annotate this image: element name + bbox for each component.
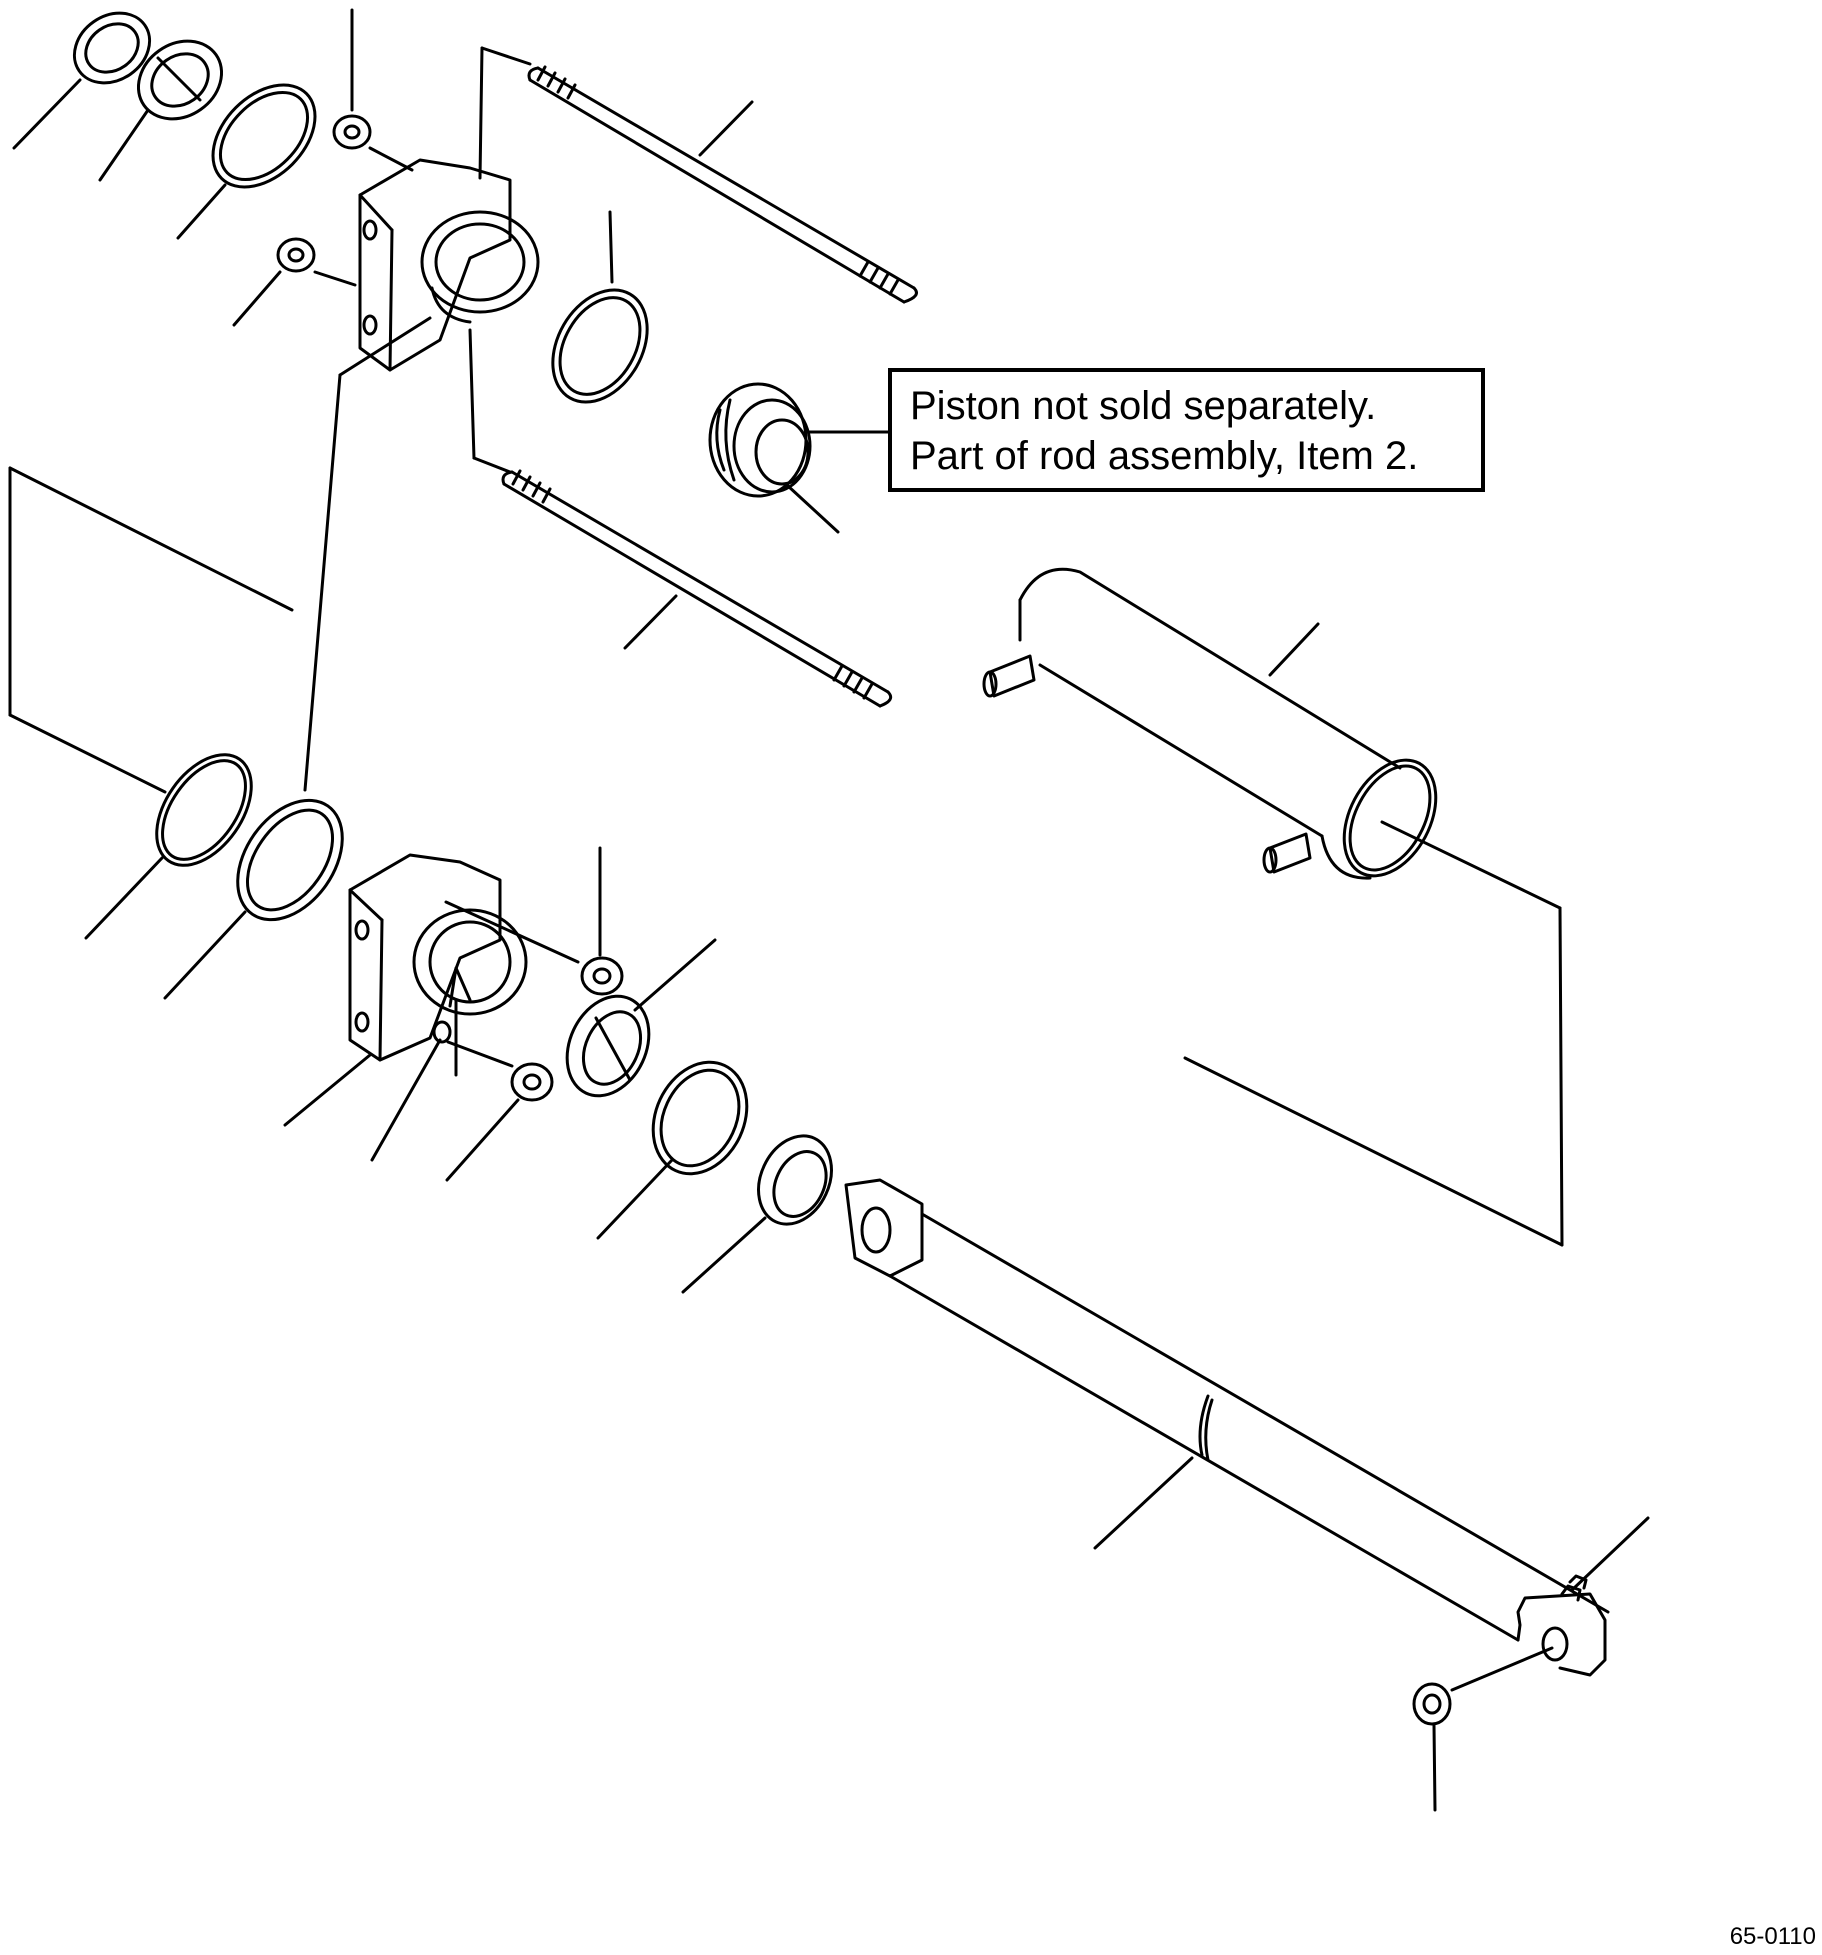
leader-line: [176, 183, 227, 240]
side-nut: [276, 237, 316, 273]
leader-line: [1183, 1056, 1564, 1247]
leader-line: [608, 210, 614, 284]
leader-line: [232, 270, 282, 327]
leader-line: [446, 1040, 514, 1068]
lower-cylinder-head: [348, 853, 528, 1062]
leader-line: [8, 713, 167, 794]
leader-line: [1558, 906, 1564, 1247]
leader-line: [468, 328, 476, 460]
leader-line: [84, 856, 164, 940]
top-rod-seal: [136, 39, 224, 121]
leader-line: [633, 938, 717, 1012]
leader-line: [8, 466, 294, 612]
leader-line: [338, 316, 432, 377]
middle-o-ring: [551, 288, 649, 404]
leader-line: [681, 1216, 767, 1294]
leader-line: [1093, 1456, 1194, 1550]
leader-line: [98, 108, 150, 182]
lower-wiper-seal: [757, 1134, 833, 1226]
leader-line: [472, 456, 512, 474]
leader-line: [303, 373, 342, 792]
leader-line: [698, 100, 754, 157]
lower-tie-rod: [501, 469, 893, 708]
piston-rod: [844, 1178, 1610, 1677]
leader-line: [444, 900, 580, 964]
note-line-1: Piston not sold separately.: [910, 384, 1377, 428]
lower-rod-seal: [565, 994, 651, 1098]
leader-line: [368, 146, 414, 172]
lower-backup-ring: [236, 798, 344, 922]
upper-tie-rod: [527, 65, 918, 304]
rod-end-bushing: [1412, 1682, 1452, 1726]
cylinder-barrel: [982, 567, 1438, 880]
leader-line: [1380, 820, 1562, 910]
leader-line: [480, 46, 532, 66]
leader-line: [1450, 1646, 1554, 1692]
leader-line: [283, 1053, 372, 1127]
piston-note-box: Piston not sold separately. Part of rod …: [888, 368, 1485, 492]
leader-line: [623, 594, 678, 650]
leader-line: [12, 78, 82, 150]
leader-line: [445, 1098, 520, 1182]
lower-o-ring-large: [155, 753, 253, 867]
leader-line: [786, 484, 840, 534]
drawing-code: 65-0110: [1729, 1923, 1816, 1950]
leader-line: [313, 270, 357, 287]
top-wiper-seal: [72, 11, 152, 85]
leader-line: [596, 1158, 674, 1240]
leader-line: [163, 910, 247, 1000]
leader-line: [1432, 1723, 1437, 1812]
lower-nut-left: [510, 1062, 554, 1102]
top-nut: [332, 114, 372, 150]
piston: [708, 382, 812, 498]
top-o-ring: [211, 83, 317, 189]
top-cylinder-head: [358, 158, 540, 372]
leader-line: [370, 1038, 442, 1162]
leader-line: [1570, 1516, 1650, 1592]
note-line-2: Part of rod assembly, Item 2.: [910, 434, 1419, 478]
leader-line: [478, 46, 484, 180]
leader-line: [1268, 622, 1320, 677]
lower-o-ring-seal: [651, 1060, 749, 1176]
lower-nut-right: [580, 956, 624, 996]
